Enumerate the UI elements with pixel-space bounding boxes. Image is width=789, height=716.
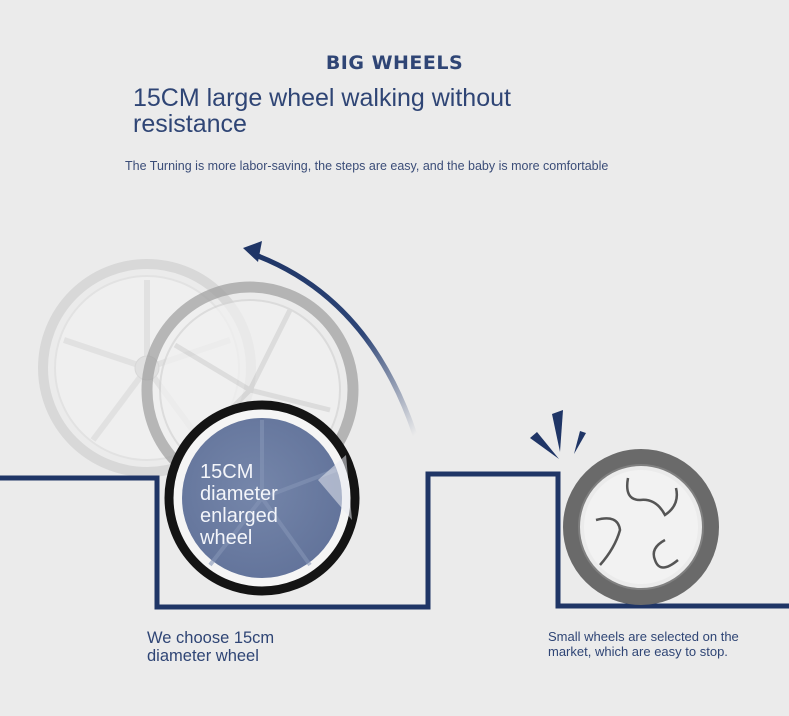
headline: 15CM large wheel walking without resista… — [133, 84, 511, 138]
subheadline: The Turning is more labor-saving, the st… — [125, 159, 609, 173]
section-eyebrow: BIG WHEELS — [325, 52, 464, 74]
impact-burst-icon — [530, 410, 586, 459]
big-wheel-label: 15CM diameter enlarged wheel — [200, 461, 278, 549]
small-wheel — [563, 449, 719, 605]
big-wheel-caption: We choose 15cm diameter wheel — [147, 629, 275, 665]
big-wheel — [164, 400, 360, 596]
step-ground-line — [0, 471, 789, 610]
small-wheel-caption: Small wheels are selected on the market,… — [548, 629, 739, 659]
rotation-arrow-icon — [243, 241, 418, 438]
